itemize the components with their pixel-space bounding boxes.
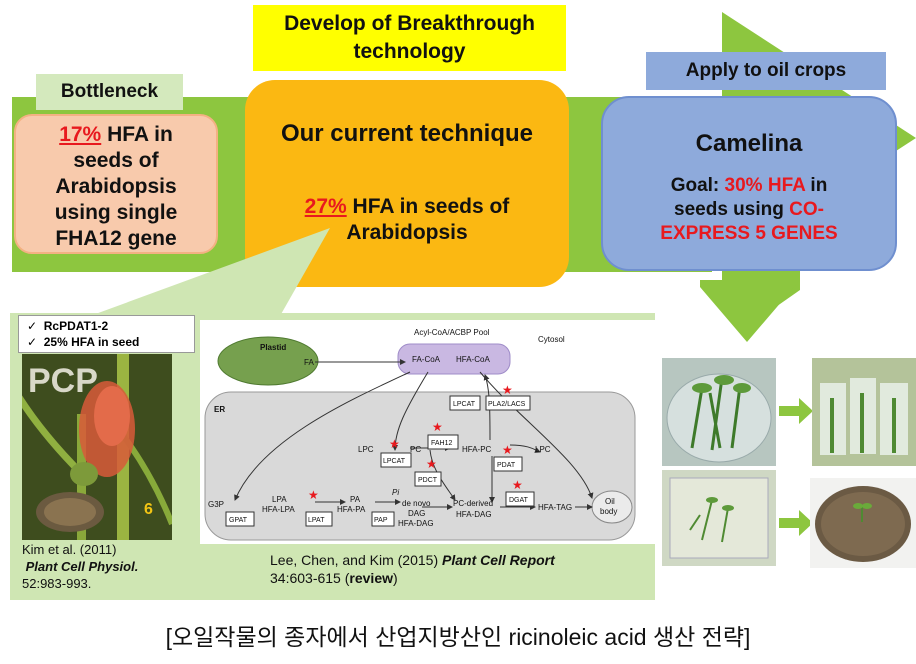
pla2-label: PLA2/LACS <box>488 401 526 408</box>
pathway-diagram: ★ ★ ★ ★ ★ ★ ★ Acyl-CoA/ACBP Pool Cytosol… <box>200 320 663 544</box>
goal-in: in <box>810 175 828 196</box>
citation-2-authors: Lee, Chen, and Kim (2015) <box>270 552 439 568</box>
g3p-label: G3P <box>208 500 224 509</box>
citation-1: Kim et al. (2011) Plant Cell Physiol. 52… <box>22 541 138 592</box>
pdct-label: PDCT <box>418 477 438 484</box>
breakthrough-line1: Develop of Breakthrough <box>284 12 535 35</box>
checklist-item-1: RcPDAT1-2 <box>43 319 109 333</box>
dgat-label: DGAT <box>509 497 529 504</box>
hfa-lpa-label: HFA-LPA <box>262 505 295 514</box>
body-label: body <box>600 507 617 516</box>
citation-1-pages: 52:983-993. <box>22 576 92 591</box>
star-icon: ★ <box>512 478 523 492</box>
pc-derived-label: PC-derived <box>453 499 493 508</box>
gpat-label: GPAT <box>229 517 248 524</box>
breakthrough-label: Develop of Breakthrough technology <box>253 5 566 71</box>
star-icon: ★ <box>502 383 513 397</box>
apply-label: Apply to oil crops <box>646 52 886 90</box>
plant-photo-3 <box>662 470 776 566</box>
bottleneck-line-2: Arabidopsis <box>55 175 177 198</box>
breakthrough-line2: technology <box>353 40 466 63</box>
camelina-title: Camelina <box>695 130 803 157</box>
bottleneck-line-3: using single <box>54 201 178 224</box>
current-technique-title: Our current technique <box>280 120 534 147</box>
lpc-left-label: LPC <box>358 445 374 454</box>
star-icon: ★ <box>426 457 437 471</box>
hfa-coa-label: HFA-CoA <box>456 355 490 364</box>
star-icon: ★ <box>432 420 443 434</box>
current-line2: Arabidopsis <box>346 221 468 244</box>
citation-2-review: review <box>349 570 393 586</box>
de-novo-label: de novo <box>402 499 431 508</box>
star-icon: ★ <box>389 437 400 451</box>
bottleneck-line-4: FHA12 gene <box>55 227 177 250</box>
check-icon: ✓ <box>27 335 38 349</box>
goal-hfa: HFA <box>767 175 806 196</box>
citation-2-pages: 34:603-615 <box>270 570 341 586</box>
journal-cover-title: PCP <box>28 362 98 400</box>
hfa-tag-label: HFA-TAG <box>538 503 572 512</box>
hfa-dag-label: HFA-DAG <box>398 519 434 528</box>
lpc-right-label: LPC <box>535 445 551 454</box>
camelina-line2-prefix: seeds using <box>674 199 784 220</box>
fa-label: FA <box>304 358 314 367</box>
checklist-item-2: 25% HFA in seed <box>43 335 140 349</box>
pap-label: PAP <box>374 517 388 524</box>
journal-cover-issue: 6 <box>144 501 153 518</box>
star-icon: ★ <box>308 488 319 502</box>
star-icon: ★ <box>502 443 513 457</box>
cytosol-label: Cytosol <box>538 335 565 344</box>
checklist: ✓ RcPDAT1-2 ✓ 25% HFA in seed <box>18 315 195 353</box>
bottleneck-box: 17% HFA in seeds of Arabidopsis using si… <box>14 114 218 254</box>
lpcat-top-label: LPCAT <box>453 401 476 408</box>
lpat-label: LPAT <box>308 517 325 524</box>
acyl-pool-label: Acyl-CoA/ACBP Pool <box>414 328 490 337</box>
fah12-label: FAH12 <box>431 440 453 447</box>
lpa-label: LPA <box>272 495 287 504</box>
callout-pointer <box>90 228 330 316</box>
arrow-right-icon <box>779 398 813 424</box>
goal-prefix: Goal: <box>670 175 720 196</box>
pc-label: PC <box>410 445 421 454</box>
camelina-line3: EXPRESS 5 GENES <box>660 223 838 244</box>
citation-1-journal: Plant Cell Physiol. <box>25 559 139 574</box>
hfa-dag2-label: HFA-DAG <box>456 510 492 519</box>
citation-2: Lee, Chen, and Kim (2015) Plant Cell Rep… <box>270 552 555 586</box>
bottleneck-text-rest: HFA in <box>107 123 173 146</box>
goal-percent: 30% <box>724 175 763 196</box>
camelina-line2-red: CO- <box>789 199 824 220</box>
plant-photo-1 <box>662 358 776 466</box>
hfa-pc-label: HFA-PC <box>462 445 492 454</box>
camelina-box: Camelina Goal: 30% HFA in seeds using CO… <box>601 96 897 271</box>
citation-1-authors: Kim et al. (2011) <box>22 542 117 557</box>
pi-label: Pi <box>392 488 399 497</box>
caption: [오일작물의 종자에서 산업지방산인 ricinoleic acid 생산 전략… <box>165 624 751 650</box>
journal-cover-image: PCP 6 <box>22 354 172 540</box>
plant-photo-2 <box>812 358 916 466</box>
plant-photo-4 <box>810 478 916 568</box>
pa-label: PA <box>350 495 361 504</box>
er-label: ER <box>214 405 225 414</box>
current-percent: 27% <box>304 195 347 218</box>
hfa-pa-label: HFA-PA <box>337 505 366 514</box>
plastid-label: Plastid <box>260 343 286 352</box>
dag-label: DAG <box>408 509 425 518</box>
bottleneck-label: Bottleneck <box>36 74 183 110</box>
pdat-label: PDAT <box>497 462 516 469</box>
bottleneck-line-1: seeds of <box>73 149 159 172</box>
current-line1-rest: HFA in seeds of <box>352 195 510 218</box>
fa-coa-label: FA-CoA <box>412 355 441 364</box>
oil-label: Oil <box>605 497 615 506</box>
arrow-right-icon <box>779 510 813 536</box>
bottleneck-percent: 17% <box>59 123 102 146</box>
check-icon: ✓ <box>27 319 38 333</box>
lpcat-mid-label: LPCAT <box>383 458 406 465</box>
citation-2-journal: Plant Cell Report <box>442 552 555 568</box>
